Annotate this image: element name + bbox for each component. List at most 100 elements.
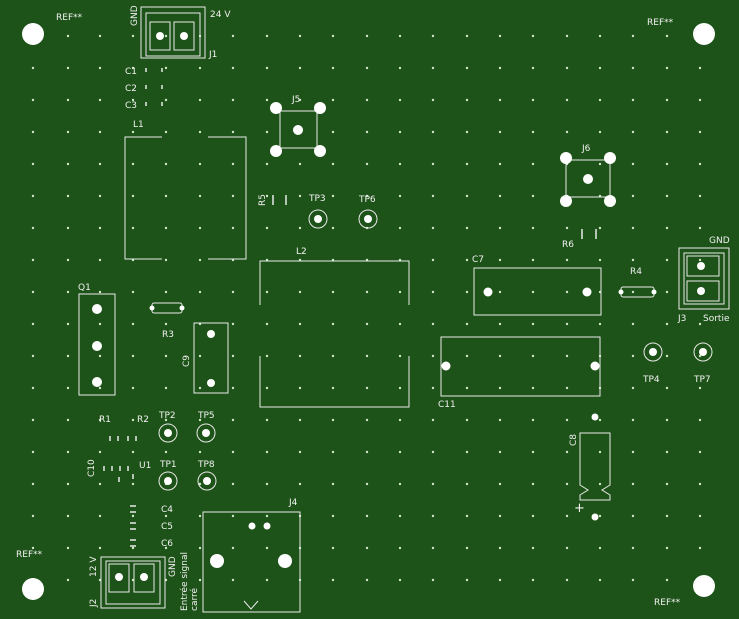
via bbox=[31, 546, 35, 550]
c8-outline bbox=[579, 432, 611, 501]
via bbox=[398, 226, 402, 230]
j2-pad-2 bbox=[140, 573, 148, 581]
j2-outline bbox=[100, 556, 166, 609]
via bbox=[398, 34, 402, 38]
via bbox=[565, 226, 569, 230]
via bbox=[598, 482, 602, 486]
via bbox=[198, 578, 202, 582]
via bbox=[431, 66, 435, 70]
via bbox=[665, 258, 669, 262]
r2-ref: R2 bbox=[137, 415, 149, 425]
via bbox=[198, 98, 202, 102]
via bbox=[98, 34, 102, 38]
via bbox=[465, 66, 469, 70]
connector-j4: J4 bbox=[202, 498, 301, 613]
j4-pad-1 bbox=[248, 522, 256, 530]
via bbox=[164, 226, 168, 230]
via bbox=[131, 546, 135, 550]
mounting-hole-bottom-left bbox=[22, 578, 44, 600]
via bbox=[598, 162, 602, 166]
j5-outline bbox=[279, 110, 318, 149]
c2-ref: C2 bbox=[125, 84, 137, 94]
via bbox=[398, 322, 402, 326]
via bbox=[131, 418, 135, 422]
via bbox=[198, 162, 202, 166]
via bbox=[631, 194, 635, 198]
via bbox=[698, 130, 702, 134]
via bbox=[298, 418, 302, 422]
via bbox=[131, 130, 135, 134]
via bbox=[331, 578, 335, 582]
j6-ref: J6 bbox=[581, 144, 591, 154]
connector-j3: GND J3 Sortie bbox=[677, 236, 730, 324]
via bbox=[531, 194, 535, 198]
tp6-ref: TP6 bbox=[358, 195, 376, 205]
via bbox=[331, 162, 335, 166]
via bbox=[66, 226, 70, 230]
via bbox=[665, 514, 669, 518]
c11-outline bbox=[440, 336, 601, 397]
via bbox=[665, 482, 669, 486]
via bbox=[631, 322, 635, 326]
j4-outline bbox=[202, 511, 301, 613]
r6-ref: R6 bbox=[562, 240, 574, 250]
via bbox=[565, 130, 569, 134]
via bbox=[365, 546, 369, 550]
via bbox=[365, 578, 369, 582]
via bbox=[465, 322, 469, 326]
via bbox=[331, 354, 335, 358]
via bbox=[31, 354, 35, 358]
via bbox=[498, 66, 502, 70]
via bbox=[98, 386, 102, 390]
via bbox=[431, 450, 435, 454]
via bbox=[465, 546, 469, 550]
via bbox=[198, 290, 202, 294]
via bbox=[265, 98, 269, 102]
via bbox=[298, 162, 302, 166]
via bbox=[531, 258, 535, 262]
via bbox=[231, 418, 235, 422]
via bbox=[98, 226, 102, 230]
via bbox=[31, 450, 35, 454]
via bbox=[164, 98, 168, 102]
via bbox=[231, 66, 235, 70]
testpoint-tp2: TP2 bbox=[158, 411, 178, 443]
via bbox=[465, 290, 469, 294]
r5-ref: R5 bbox=[258, 194, 268, 206]
resistors-r1-r2: R1 R2 bbox=[99, 415, 149, 441]
c9-ref: C9 bbox=[182, 355, 192, 367]
via bbox=[565, 322, 569, 326]
via bbox=[631, 450, 635, 454]
j2-slot-2 bbox=[133, 563, 155, 593]
via bbox=[164, 450, 168, 454]
via bbox=[131, 354, 135, 358]
testpoint-tp7: TP7 bbox=[693, 342, 713, 385]
via bbox=[331, 514, 335, 518]
via bbox=[331, 322, 335, 326]
via bbox=[265, 322, 269, 326]
via bbox=[598, 34, 602, 38]
via bbox=[465, 162, 469, 166]
via bbox=[631, 34, 635, 38]
via bbox=[331, 98, 335, 102]
via bbox=[365, 450, 369, 454]
via bbox=[665, 98, 669, 102]
via bbox=[631, 514, 635, 518]
via bbox=[331, 418, 335, 422]
via bbox=[498, 386, 502, 390]
via bbox=[164, 354, 168, 358]
via bbox=[598, 514, 602, 518]
j6-pad-bl bbox=[560, 195, 572, 207]
via bbox=[365, 130, 369, 134]
via bbox=[98, 450, 102, 454]
via bbox=[665, 322, 669, 326]
via bbox=[398, 482, 402, 486]
via bbox=[164, 258, 168, 262]
via bbox=[398, 386, 402, 390]
via bbox=[665, 162, 669, 166]
via bbox=[665, 194, 669, 198]
via bbox=[465, 226, 469, 230]
via bbox=[698, 194, 702, 198]
via bbox=[131, 290, 135, 294]
mounting-hole-bottom-right bbox=[693, 575, 715, 597]
